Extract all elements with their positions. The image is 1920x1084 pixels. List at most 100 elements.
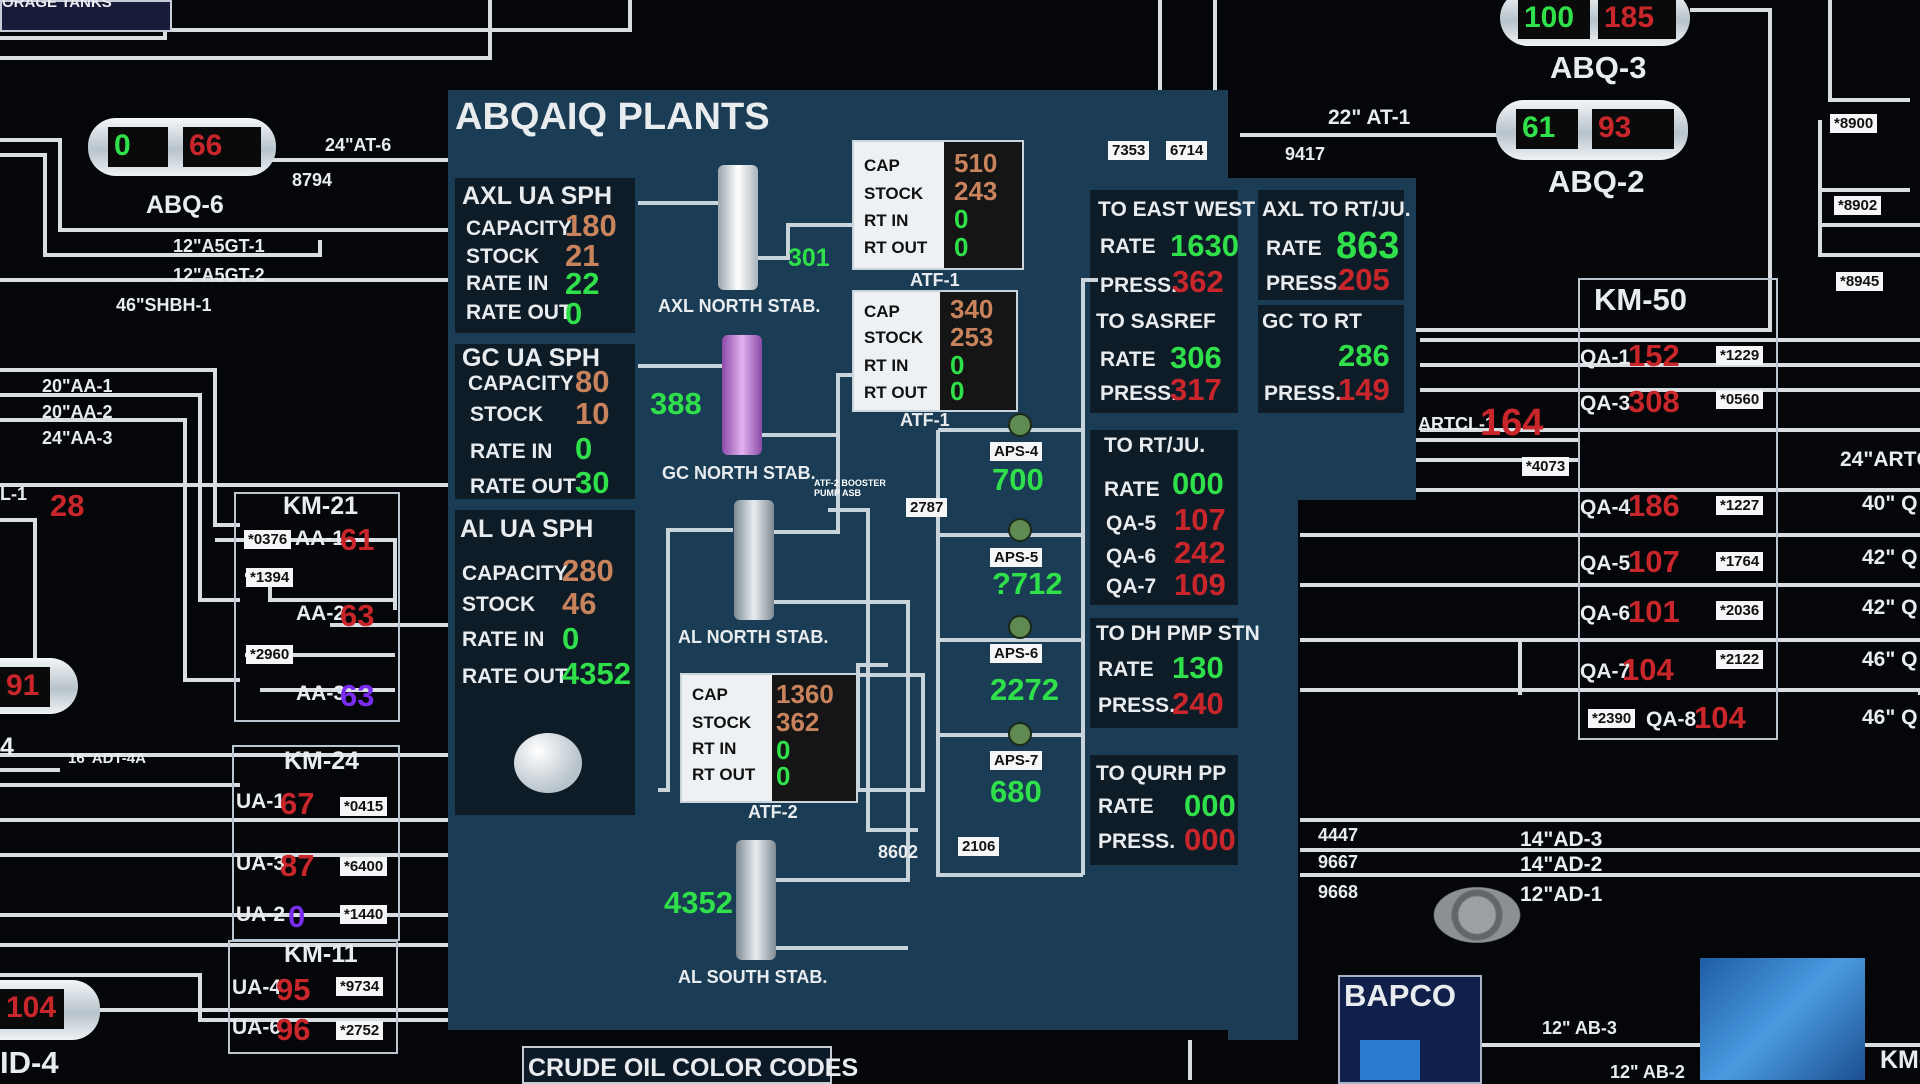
rt-ju-dark-block xyxy=(1090,430,1238,605)
km50-qa5-tag[interactable]: *1764 xyxy=(1716,552,1764,571)
tank-abq3[interactable]: 100 185 xyxy=(1500,0,1690,46)
al-rateout-value: 4352 xyxy=(562,656,631,691)
km50-qa6-tag[interactable]: *2036 xyxy=(1716,601,1764,620)
atf2-panel[interactable]: CAP STOCK RT IN RT OUT 1360 362 0 0 xyxy=(680,673,858,803)
aps7-value: 680 xyxy=(990,774,1042,809)
km50-qa7-tag[interactable]: *2122 xyxy=(1716,650,1764,669)
aps6-pump-icon[interactable] xyxy=(1008,615,1032,639)
tank-abq6-label: ABQ-6 xyxy=(146,191,224,219)
pipe-ad1-label: 12"AD-1 xyxy=(1520,883,1603,906)
aps4-pump-icon[interactable] xyxy=(1008,413,1032,437)
al-stock-value: 46 xyxy=(562,586,597,621)
storage-tanks-label: ORAGE TANKS xyxy=(2,0,112,11)
aps7-pump-icon[interactable] xyxy=(1008,722,1032,746)
km50-qa1-tag[interactable]: *1229 xyxy=(1716,346,1764,365)
km24-tag-6400[interactable]: *6400 xyxy=(340,857,388,876)
aps6-label[interactable]: APS-6 xyxy=(990,644,1043,663)
dh-pmp-title: TO DH PMP STN xyxy=(1096,622,1260,645)
km11-ua4-value: 95 xyxy=(276,972,311,1007)
broadcast-eye-logo xyxy=(1418,858,1536,972)
sasref-rate-value: 306 xyxy=(1170,340,1222,375)
aps4-label[interactable]: APS-4 xyxy=(990,442,1043,461)
axl-north-stab-label: AXL NORTH STAB. xyxy=(658,296,821,316)
pipe-24artc-label: 24"ARTC xyxy=(1840,448,1920,471)
km11-tag-9734[interactable]: *9734 xyxy=(336,977,384,996)
km21-aa1-value: 61 xyxy=(340,522,375,557)
east-west-title: TO EAST WEST xyxy=(1098,198,1256,221)
tag-2106[interactable]: 2106 xyxy=(958,837,1000,856)
rt-ju-qa5-value: 107 xyxy=(1174,502,1226,537)
km50-qa3-tag[interactable]: *0560 xyxy=(1716,390,1764,409)
qurh-title: TO QURH PP xyxy=(1096,762,1227,785)
artcl-label: ARTCL-1 xyxy=(1418,414,1495,434)
tank-left-104[interactable]: 104 xyxy=(0,980,100,1040)
km21-tag-2960[interactable]: *2960 xyxy=(246,645,294,664)
tank-left-91[interactable]: 91 xyxy=(0,658,78,714)
rt-ju-qa5-label: QA-5 xyxy=(1106,512,1157,535)
tank-abq6[interactable]: 0 66 xyxy=(88,118,276,176)
sphere-tank-icon[interactable] xyxy=(514,733,582,793)
km24-tag-1440[interactable]: *1440 xyxy=(340,905,388,924)
km21-tag-0376[interactable]: *0376 xyxy=(244,530,292,549)
pipe-ad3-label: 14"AD-3 xyxy=(1520,828,1603,851)
al-capacity-value: 280 xyxy=(562,553,614,588)
tag-8602: 8602 xyxy=(878,842,919,862)
aps5-pump-icon[interactable] xyxy=(1008,518,1032,542)
km50-qa7-value: 104 xyxy=(1622,652,1674,687)
tag-2787[interactable]: 2787 xyxy=(906,498,948,517)
tank-abq2[interactable]: 61 93 xyxy=(1496,100,1688,160)
km24-tag-0415[interactable]: *0415 xyxy=(340,797,388,816)
km11-ua6-value: 96 xyxy=(276,1012,311,1047)
tag-8900[interactable]: *8900 xyxy=(1830,114,1878,133)
km21-aa2-value: 63 xyxy=(340,598,375,633)
atf1-lower-name: ATF-1 xyxy=(900,410,950,430)
page-title: ABQAIQ PLANTS xyxy=(455,96,770,138)
pipe-42qa-label: 42" Q xyxy=(1862,546,1918,569)
km21-tag-1394[interactable]: *1394 xyxy=(246,568,294,587)
axl-north-stab-icon[interactable] xyxy=(718,165,758,290)
artcl-value: 164 xyxy=(1480,402,1544,444)
axl-capacity-label: CAPACITY xyxy=(466,217,572,240)
bapco-label: BAPCO xyxy=(1344,978,1456,1013)
km50-qa8-tag[interactable]: *2390 xyxy=(1588,709,1636,728)
al-north-stab-icon[interactable] xyxy=(734,500,774,620)
km21-aa3-label: AA-3 xyxy=(296,682,346,705)
artcl-tag[interactable]: *4073 xyxy=(1522,457,1570,476)
east-west-rate-label: RATE xyxy=(1100,235,1156,258)
gc-capacity-label: CAPACITY xyxy=(468,372,574,395)
tag-9668: 9668 xyxy=(1318,882,1359,902)
al-south-stab-icon[interactable] xyxy=(736,840,776,960)
aps5-label[interactable]: APS-5 xyxy=(990,548,1043,567)
tag-7353[interactable]: 7353 xyxy=(1108,141,1150,160)
tag-8945[interactable]: *8945 xyxy=(1836,272,1884,291)
km-edge-label: KM- xyxy=(1880,1046,1920,1074)
axl-north-flow: 301 xyxy=(788,244,830,272)
atf1-upper-panel[interactable]: CAP STOCK RT IN RT OUT 510 243 0 0 xyxy=(852,140,1024,270)
tag-8902[interactable]: *8902 xyxy=(1834,196,1882,215)
km24-ua3-label: UA-3 xyxy=(236,852,286,875)
km24-ua2-label: UA-2 xyxy=(236,903,286,926)
gc-ratein-value: 0 xyxy=(575,431,593,466)
sasref-press-label: PRESS. xyxy=(1100,382,1178,405)
km11-tag-2752[interactable]: *2752 xyxy=(336,1021,384,1040)
axl-dark-block xyxy=(455,178,635,333)
gc-ratein-label: RATE IN xyxy=(470,440,553,463)
pipe-a5gt1-label: 12"A5GT-1 xyxy=(173,236,265,256)
pipe-aa1-label: 20"AA-1 xyxy=(42,376,113,396)
tag-6714[interactable]: 6714 xyxy=(1166,141,1208,160)
aps7-label[interactable]: APS-7 xyxy=(990,751,1043,770)
km11-ua4-label: UA-4 xyxy=(232,976,282,999)
km50-title: KM-50 xyxy=(1594,282,1688,317)
atf1-lower-panel[interactable]: CAP STOCK RT IN RT OUT 340 253 0 0 xyxy=(852,290,1018,412)
km21-title: KM-21 xyxy=(283,492,359,520)
gc-stock-value: 10 xyxy=(575,396,610,431)
axl-capacity-value: 180 xyxy=(565,208,617,243)
tag-4447: 4447 xyxy=(1318,825,1359,845)
gc-north-stab-icon[interactable] xyxy=(722,335,762,455)
dh-pmp-press-value: 240 xyxy=(1172,686,1224,721)
east-west-rate-value: 1630 xyxy=(1170,228,1239,263)
tag-9667: 9667 xyxy=(1318,852,1359,872)
qurh-press-label: PRESS. xyxy=(1098,830,1176,853)
pipe-shbh-label: 46"SHBH-1 xyxy=(116,295,212,315)
km50-qa4-tag[interactable]: *1227 xyxy=(1716,496,1764,515)
